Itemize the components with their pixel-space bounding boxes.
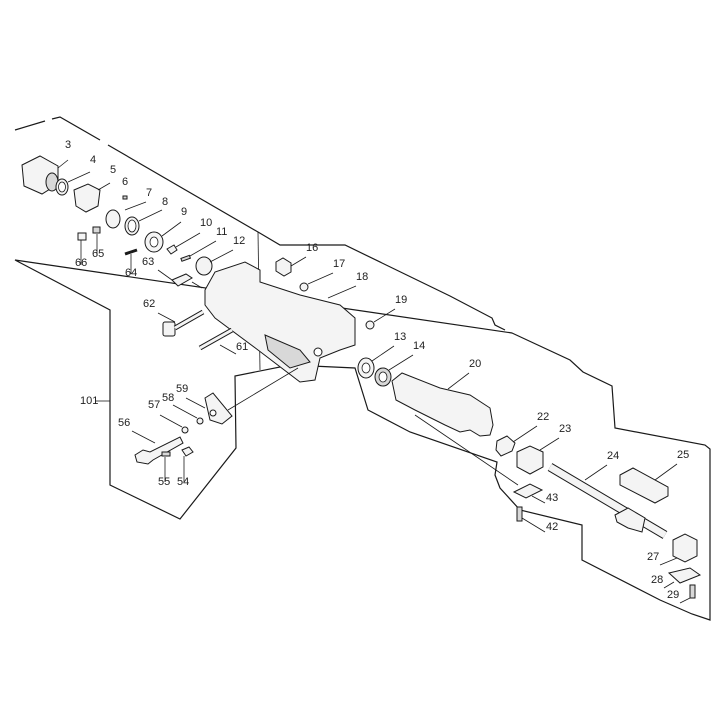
part-12-knob <box>195 249 234 276</box>
part-66-plug <box>77 232 87 265</box>
part-61-bolt <box>198 327 237 355</box>
part-label-56: 56 <box>118 417 131 429</box>
part-label-59: 59 <box>176 383 189 395</box>
part-55-spring <box>161 451 171 482</box>
part-22-washer <box>495 425 538 457</box>
part-label-28: 28 <box>651 574 664 586</box>
part-56-lever <box>131 430 184 465</box>
part-label-5: 5 <box>110 164 117 176</box>
part-7-collar <box>105 201 147 229</box>
part-25-cover <box>619 463 678 504</box>
part-8-ring <box>124 209 163 236</box>
part-14-spring <box>374 354 414 387</box>
part-20-body <box>391 372 519 486</box>
part-label-14: 14 <box>413 340 426 352</box>
part-4-ring <box>55 171 91 196</box>
part-label-23: 23 <box>559 423 572 435</box>
part-label-3: 3 <box>65 139 72 151</box>
part-label-17: 17 <box>333 258 346 270</box>
part-label-10: 10 <box>200 217 213 229</box>
part-label-42: 42 <box>546 521 559 533</box>
part-label-24: 24 <box>607 450 620 462</box>
part-label-58: 58 <box>162 392 175 404</box>
assembly-label-101: 101 <box>80 395 99 407</box>
part-label-61: 61 <box>236 341 249 353</box>
part-23-block <box>516 437 560 475</box>
part-label-25: 25 <box>677 449 690 461</box>
part-9-bushing <box>144 221 182 253</box>
part-label-65: 65 <box>92 248 105 260</box>
part-label-4: 4 <box>90 154 97 166</box>
part-27-cap <box>659 533 698 566</box>
part-11-screw <box>180 240 217 262</box>
part-label-13: 13 <box>394 331 407 343</box>
part-label-22: 22 <box>537 411 550 423</box>
part-label-64: 64 <box>125 267 138 279</box>
part-13-seal <box>357 345 395 379</box>
part-label-43: 43 <box>546 492 559 504</box>
part-18-housing <box>204 261 357 383</box>
part-label-18: 18 <box>356 271 369 283</box>
part-label-8: 8 <box>162 196 169 208</box>
part-label-6: 6 <box>122 176 129 188</box>
part-label-9: 9 <box>181 206 188 218</box>
part-17-washer <box>299 272 334 292</box>
part-label-66: 66 <box>75 257 88 269</box>
part-29-screw <box>679 584 696 604</box>
part-label-63: 63 <box>142 256 155 268</box>
part-59-plate <box>185 367 299 425</box>
part-42-screw <box>516 506 546 533</box>
part-label-55: 55 <box>158 476 171 488</box>
part-label-29: 29 <box>667 589 680 601</box>
part-62-lever-pin <box>157 309 205 337</box>
part-43-bracket <box>512 483 546 504</box>
part-label-16: 16 <box>306 242 319 254</box>
part-63-bracket <box>157 269 203 289</box>
part-6-pin <box>122 195 128 200</box>
part-label-62: 62 <box>143 298 156 310</box>
part-label-57: 57 <box>148 399 161 411</box>
part-65-spring <box>92 226 101 256</box>
part-19-washer <box>365 308 396 330</box>
part-label-7: 7 <box>146 187 153 199</box>
assembly-frame-101 <box>14 116 711 621</box>
part-label-27: 27 <box>647 551 660 563</box>
part-label-12: 12 <box>233 235 246 247</box>
part-64-pin <box>124 248 138 274</box>
part-28-plate <box>663 567 702 589</box>
part-label-54: 54 <box>177 476 190 488</box>
part-24-shaft <box>547 463 668 539</box>
part-54-button <box>181 446 194 482</box>
part-5-sleeve <box>73 182 111 213</box>
part-label-19: 19 <box>395 294 408 306</box>
part-57-oring <box>159 414 189 434</box>
part-10-clip <box>166 232 201 255</box>
part-label-11: 11 <box>216 226 228 238</box>
part-58-oring <box>172 404 204 425</box>
part-16-nut <box>275 256 307 277</box>
part-label-20: 20 <box>469 358 482 370</box>
